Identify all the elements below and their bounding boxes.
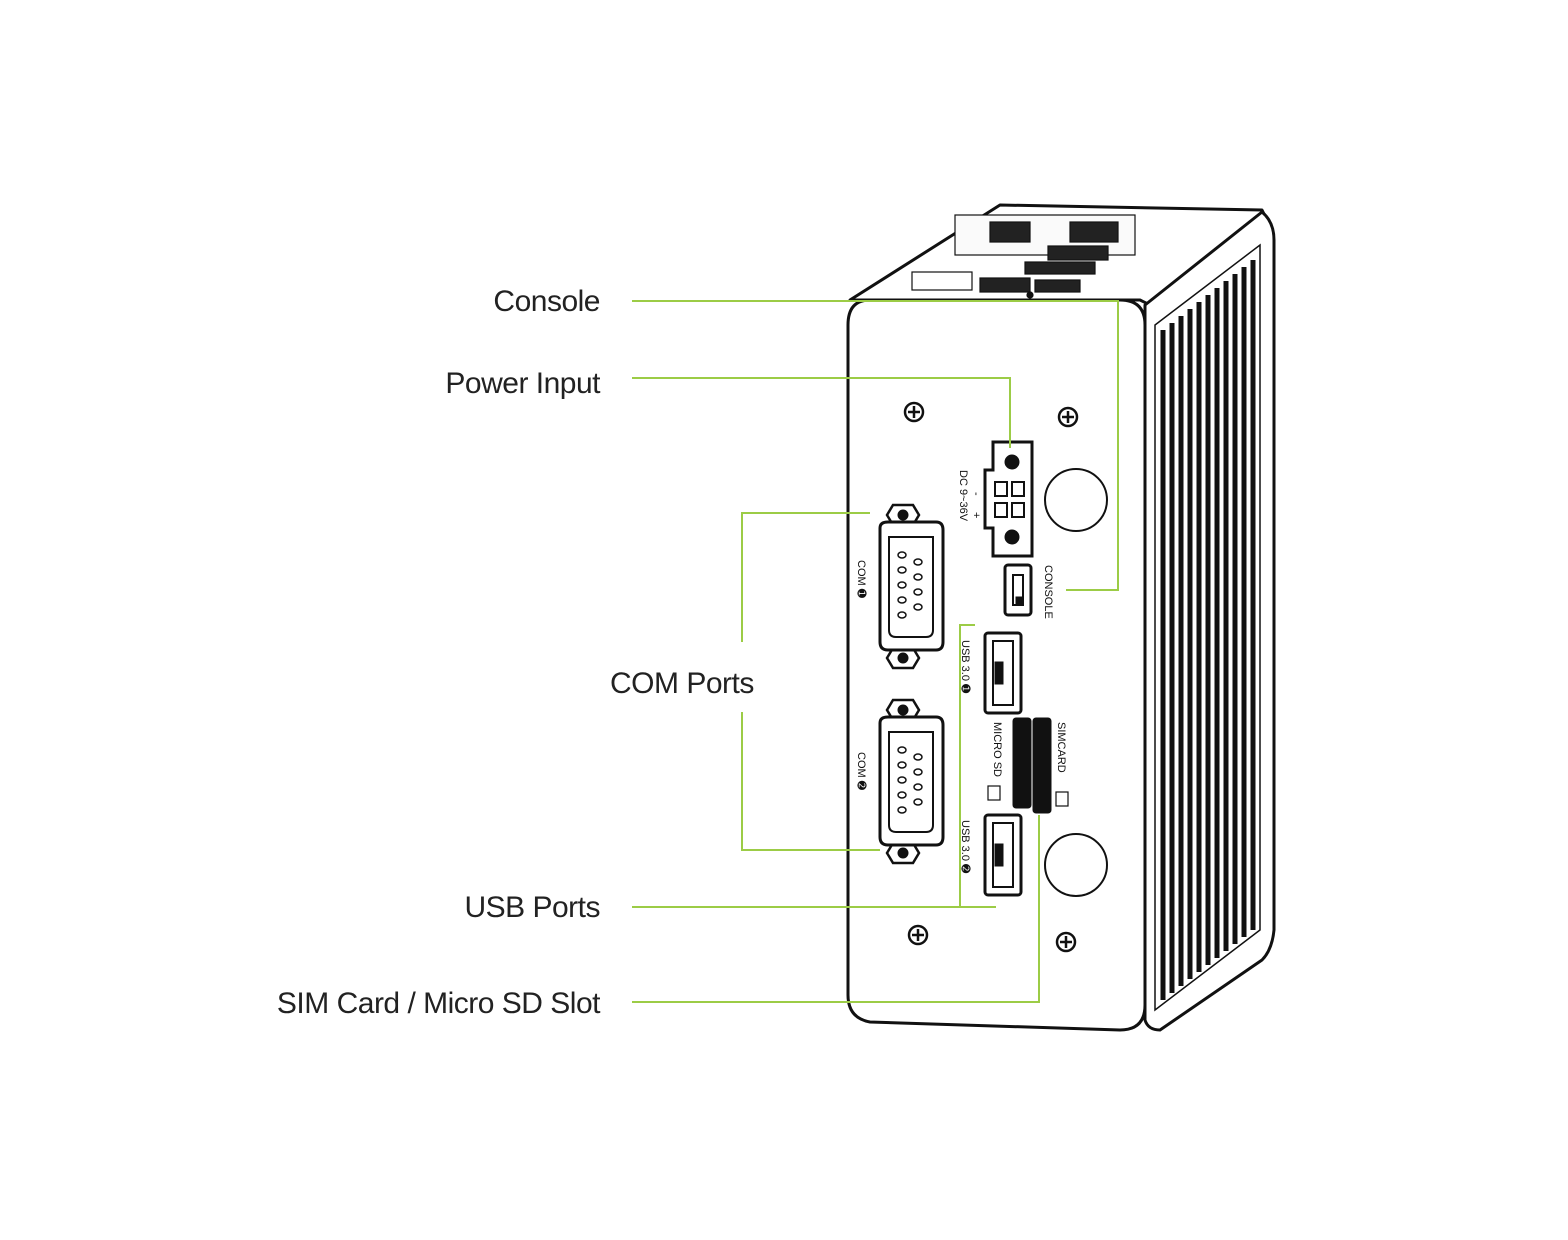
usb-port-2 bbox=[983, 813, 1023, 897]
screw-bottom-right bbox=[1055, 931, 1077, 953]
usb-port-2-label: USB 3.0 ➋ bbox=[959, 820, 971, 874]
micro-sd-slot bbox=[1012, 717, 1032, 809]
simcard-insert-icon bbox=[1055, 791, 1069, 807]
usb-port-1-label: USB 3.0 ➊ bbox=[959, 640, 971, 694]
antenna-hole-top bbox=[1044, 468, 1108, 532]
leader-power-input bbox=[632, 377, 1011, 448]
callout-usb-ports: USB Ports bbox=[464, 891, 600, 924]
dc-input-label: DC 9~36V bbox=[957, 470, 969, 522]
console-port bbox=[1003, 563, 1033, 617]
micro-sd-label: MICRO SD bbox=[991, 722, 1003, 777]
simcard-label: SIMCARD bbox=[1055, 722, 1067, 773]
polarity-plus-label: + bbox=[970, 512, 982, 518]
callout-sim-sd-slot: SIM Card / Micro SD Slot bbox=[277, 987, 601, 1020]
callout-power-input: Power Input bbox=[445, 367, 601, 400]
screw-top-left bbox=[903, 401, 925, 423]
console-port-label: CONSOLE bbox=[1042, 565, 1054, 619]
leader-com-bracket-top bbox=[741, 512, 870, 642]
leader-com-bracket-bottom bbox=[741, 712, 880, 851]
com-port-2-label: COM ➋ bbox=[855, 752, 867, 791]
com-port-2 bbox=[878, 698, 945, 865]
antenna-hole-bottom bbox=[1044, 833, 1108, 897]
callout-console: Console bbox=[493, 285, 600, 318]
power-input-terminal bbox=[983, 440, 1034, 558]
micro-sd-insert-icon bbox=[987, 785, 1001, 801]
leader-console bbox=[632, 300, 1119, 591]
top-rear-connectors bbox=[911, 214, 1136, 299]
heatsink-fins bbox=[1154, 243, 1261, 1012]
leader-lines bbox=[632, 300, 1119, 1003]
sim-card-slot bbox=[1032, 717, 1052, 814]
leader-usb-bracket bbox=[959, 624, 975, 907]
mounting-screws bbox=[903, 401, 1079, 953]
screw-bottom-left bbox=[907, 924, 929, 946]
callout-com-ports: COM Ports bbox=[610, 667, 754, 700]
screw-top-right bbox=[1057, 406, 1079, 428]
com-port-1-label: COM ➊ bbox=[855, 560, 867, 599]
polarity-minus-label: - bbox=[970, 492, 982, 496]
usb-port-1 bbox=[983, 631, 1023, 715]
leader-sim-sd bbox=[632, 815, 1040, 1003]
com-port-1 bbox=[878, 503, 945, 670]
